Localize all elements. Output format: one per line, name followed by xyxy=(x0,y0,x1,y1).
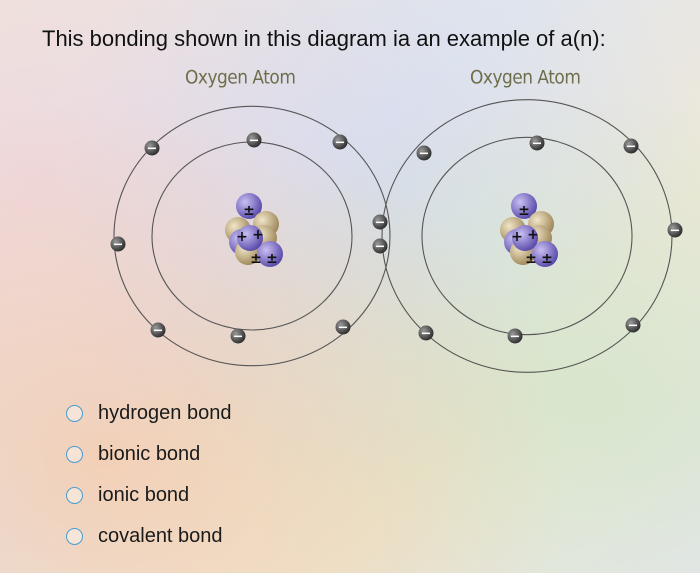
electron: − xyxy=(625,317,641,334)
orbits xyxy=(113,99,673,373)
proton xyxy=(512,225,538,251)
atom-label-left: Oxygen Atom xyxy=(185,67,296,89)
nucleus-charge-label: ± xyxy=(266,251,278,267)
option-label: covalent bond xyxy=(98,525,223,547)
inner-orbit-right xyxy=(421,136,633,336)
proton xyxy=(237,225,263,251)
electron-charge-label: − xyxy=(233,330,244,345)
electron: − xyxy=(667,222,683,239)
electron-charge-label: − xyxy=(532,137,543,152)
nucleus-charge-label: ± xyxy=(525,251,537,267)
electron-charge-label: − xyxy=(626,140,637,155)
electron-charge-label: − xyxy=(419,147,430,162)
electron-charge-label: − xyxy=(375,240,386,255)
proton xyxy=(532,241,558,267)
electron: − xyxy=(144,140,160,157)
electron-charge-label: − xyxy=(670,224,681,239)
radio-button[interactable] xyxy=(66,446,83,463)
nucleus-charge-label: + xyxy=(252,227,264,243)
option-label: bionic bond xyxy=(98,443,201,465)
radio-button[interactable] xyxy=(66,528,83,545)
electrons: − − − − − − − − − − − − − − − − xyxy=(110,132,683,345)
electron: − xyxy=(372,214,388,231)
electron-charge-label: − xyxy=(510,330,521,345)
option-covalent-bond[interactable]: covalent bond xyxy=(66,516,231,557)
electron: − xyxy=(372,238,388,255)
nucleus-charge-label: + xyxy=(527,227,539,243)
electron-charge-label: − xyxy=(338,321,349,336)
nucleus-charge-label: ± xyxy=(541,251,553,267)
proton xyxy=(511,193,537,219)
electron: − xyxy=(507,328,523,345)
electron: − xyxy=(110,236,126,253)
outer-orbit-left xyxy=(113,105,391,367)
nucleus-charge-label: ± xyxy=(518,203,530,219)
electron-charge-label: − xyxy=(628,319,639,334)
nucleus-left: ±++±± xyxy=(225,193,283,267)
option-bionic-bond[interactable]: bionic bond xyxy=(66,434,231,475)
nucleus-charge-label: ± xyxy=(250,251,262,267)
electron-charge-label: − xyxy=(335,136,346,151)
radio-button[interactable] xyxy=(66,405,83,422)
radio-button[interactable] xyxy=(66,487,83,504)
electron: − xyxy=(416,145,432,162)
electron: − xyxy=(418,325,434,342)
electron-charge-label: − xyxy=(421,327,432,342)
electron-charge-label: − xyxy=(249,134,260,149)
electron: − xyxy=(332,134,348,151)
answer-options: hydrogen bond bionic bond ionic bond cov… xyxy=(66,393,231,557)
nucleus-charge-label: + xyxy=(236,229,248,245)
electron: − xyxy=(623,138,639,155)
nucleus-charge-label: ± xyxy=(243,203,255,219)
option-hydrogen-bond[interactable]: hydrogen bond xyxy=(66,393,231,434)
nuclei: ±++±±±++±± xyxy=(225,193,558,267)
electron: − xyxy=(230,328,246,345)
electron: − xyxy=(529,135,545,152)
nucleus-right: ±++±± xyxy=(500,193,558,267)
proton xyxy=(236,193,262,219)
option-label: hydrogen bond xyxy=(98,402,232,424)
option-ionic-bond[interactable]: ionic bond xyxy=(66,475,231,516)
electron: − xyxy=(335,319,351,336)
electron-charge-label: − xyxy=(153,324,164,339)
proton xyxy=(257,241,283,267)
electron-charge-label: − xyxy=(375,216,386,231)
electron: − xyxy=(246,132,262,149)
electron-charge-label: − xyxy=(147,142,158,157)
atom-label-right: Oxygen Atom xyxy=(470,67,581,89)
electron-charge-label: − xyxy=(113,238,124,253)
option-label: ionic bond xyxy=(98,484,190,506)
nucleus-charge-label: + xyxy=(511,229,523,245)
electron: − xyxy=(150,322,166,339)
question-text: This bonding shown in this diagram ia an… xyxy=(42,26,606,51)
